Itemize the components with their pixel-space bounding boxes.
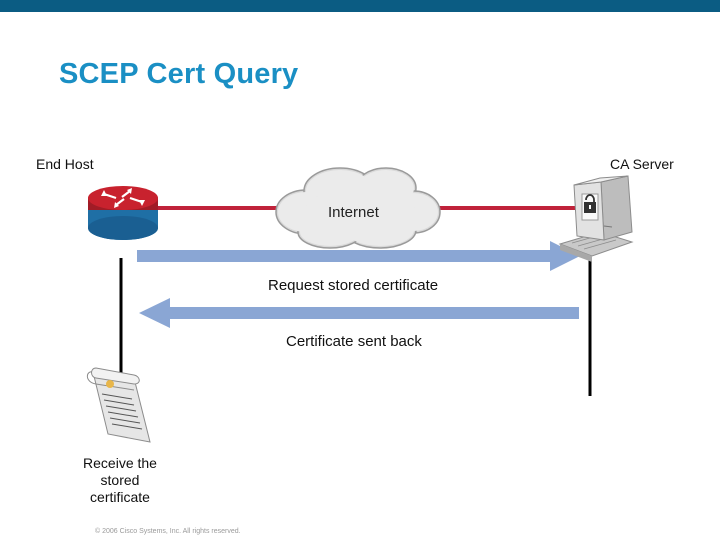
response-arrow [139, 298, 579, 328]
end-host-label: End Host [36, 156, 94, 172]
slide-title: SCEP Cert Query [59, 58, 299, 90]
response-message-label: Certificate sent back [286, 333, 422, 350]
certificate-icon [86, 367, 151, 443]
cloud-icon [275, 167, 441, 249]
copyright-footer: © 2006 Cisco Systems, Inc. All rights re… [95, 528, 241, 535]
router-icon [88, 186, 158, 240]
ca-server-label: CA Server [610, 156, 674, 172]
receive-certificate-label: Receive the stored certificate [83, 455, 157, 505]
header-bar [0, 0, 720, 12]
internet-label: Internet [328, 204, 379, 221]
request-message-label: Request stored certificate [268, 277, 439, 294]
ca-server-icon [558, 175, 634, 262]
request-arrow [137, 241, 580, 271]
